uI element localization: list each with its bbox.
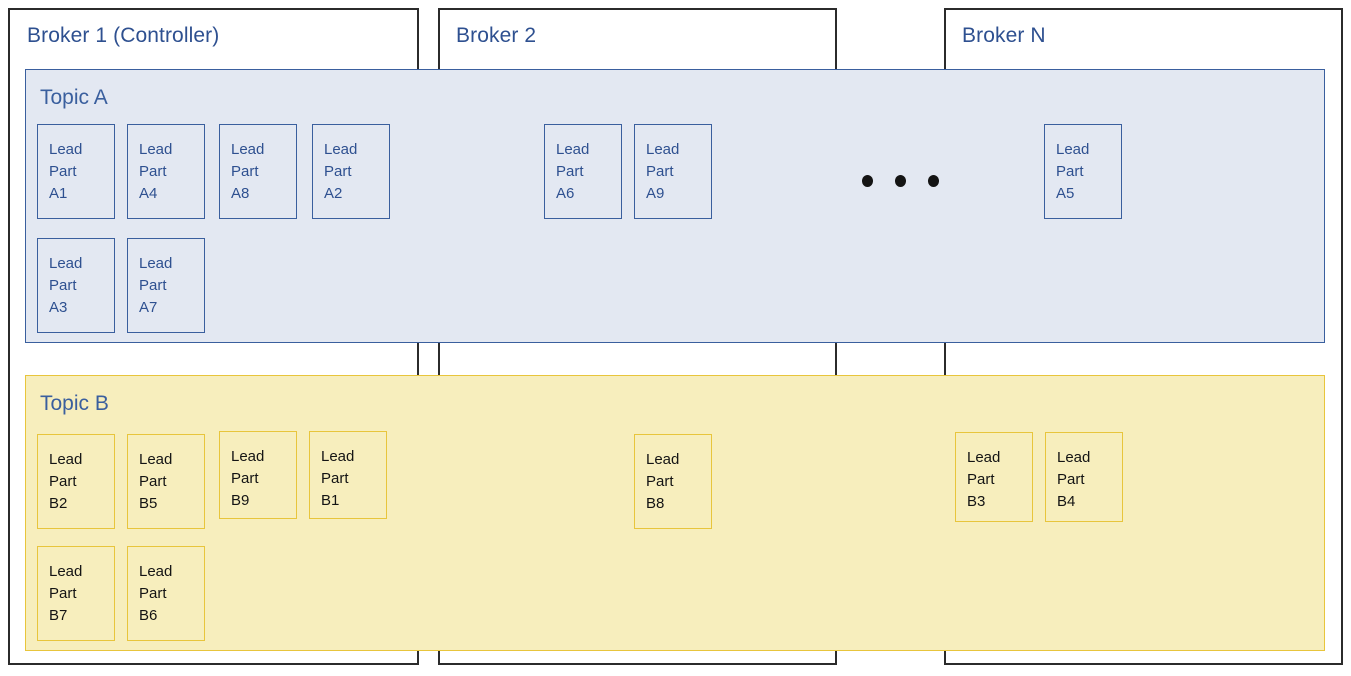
partition-b8[interactable]: Lead Part B8 bbox=[634, 434, 712, 529]
ellipsis-dot bbox=[928, 175, 939, 187]
partition-line2: Part bbox=[49, 277, 77, 294]
partition-line3: B2 bbox=[49, 495, 68, 512]
partition-line2: Part bbox=[1057, 471, 1085, 488]
partition-line1: Lead bbox=[231, 141, 265, 158]
partition-line2: Part bbox=[49, 473, 77, 490]
partition-line3: A7 bbox=[139, 299, 158, 316]
partition-line1: Lead bbox=[556, 141, 590, 158]
partition-line1: Lead bbox=[49, 563, 83, 580]
partition-line2: Part bbox=[321, 470, 349, 487]
partition-line1: Lead bbox=[139, 141, 173, 158]
partition-line2: Part bbox=[1056, 163, 1084, 180]
partition-line1: Lead bbox=[646, 141, 680, 158]
partition-line3: A9 bbox=[646, 185, 665, 202]
partition-line3: A5 bbox=[1056, 185, 1075, 202]
partition-line3: B4 bbox=[1057, 493, 1076, 510]
partition-line2: Part bbox=[967, 471, 995, 488]
partition-b4[interactable]: Lead Part B4 bbox=[1045, 432, 1123, 522]
partition-line1: Lead bbox=[324, 141, 358, 158]
partition-line1: Lead bbox=[1057, 449, 1091, 466]
partition-a4[interactable]: Lead Part A4 bbox=[127, 124, 205, 219]
partition-line1: Lead bbox=[139, 255, 173, 272]
partition-line1: Lead bbox=[49, 451, 83, 468]
partition-line2: Part bbox=[139, 473, 167, 490]
partition-a5[interactable]: Lead Part A5 bbox=[1044, 124, 1122, 219]
partition-line1: Lead bbox=[1056, 141, 1090, 158]
partition-line2: Part bbox=[139, 163, 167, 180]
partition-line3: B5 bbox=[139, 495, 158, 512]
topic-label-a: Topic A bbox=[40, 86, 108, 109]
partition-a9[interactable]: Lead Part A9 bbox=[634, 124, 712, 219]
partition-a2[interactable]: Lead Part A2 bbox=[312, 124, 390, 219]
broker-title-2: Broker 2 bbox=[456, 24, 537, 47]
partition-b3[interactable]: Lead Part B3 bbox=[955, 432, 1033, 522]
partition-line1: Lead bbox=[49, 141, 83, 158]
partition-line3: A4 bbox=[139, 185, 158, 202]
partition-line1: Lead bbox=[49, 255, 83, 272]
partition-line3: B8 bbox=[646, 495, 665, 512]
ellipsis-dots-icon bbox=[862, 175, 939, 187]
partition-b5[interactable]: Lead Part B5 bbox=[127, 434, 205, 529]
partition-line3: B3 bbox=[967, 493, 986, 510]
partition-line3: A1 bbox=[49, 185, 68, 202]
partition-line3: B6 bbox=[139, 607, 158, 624]
partition-line2: Part bbox=[139, 585, 167, 602]
partition-line3: B7 bbox=[49, 607, 68, 624]
partition-line2: Part bbox=[49, 585, 77, 602]
partition-a3[interactable]: Lead Part A3 bbox=[37, 238, 115, 333]
partition-line1: Lead bbox=[139, 451, 173, 468]
partition-line3: B9 bbox=[231, 492, 250, 509]
partition-a8[interactable]: Lead Part A8 bbox=[219, 124, 297, 219]
partition-a1[interactable]: Lead Part A1 bbox=[37, 124, 115, 219]
partition-line3: A6 bbox=[556, 185, 575, 202]
broker-title-1: Broker 1 (Controller) bbox=[27, 24, 220, 47]
partition-b2[interactable]: Lead Part B2 bbox=[37, 434, 115, 529]
partition-b7[interactable]: Lead Part B7 bbox=[37, 546, 115, 641]
partition-line2: Part bbox=[231, 163, 259, 180]
partition-a7[interactable]: Lead Part A7 bbox=[127, 238, 205, 333]
partition-line1: Lead bbox=[231, 448, 265, 465]
partition-line3: A2 bbox=[324, 185, 343, 202]
ellipsis-dot bbox=[862, 175, 873, 187]
partition-line1: Lead bbox=[646, 451, 680, 468]
partition-line1: Lead bbox=[139, 563, 173, 580]
partition-line2: Part bbox=[231, 470, 259, 487]
partition-line2: Part bbox=[139, 277, 167, 294]
partition-line2: Part bbox=[49, 163, 77, 180]
partition-b9[interactable]: Lead Part B9 bbox=[219, 431, 297, 519]
partition-line1: Lead bbox=[321, 448, 355, 465]
partition-line2: Part bbox=[646, 473, 674, 490]
partition-line3: B1 bbox=[321, 492, 340, 509]
partition-b6[interactable]: Lead Part B6 bbox=[127, 546, 205, 641]
ellipsis-dot bbox=[895, 175, 906, 187]
partition-line1: Lead bbox=[967, 449, 1001, 466]
partition-line2: Part bbox=[556, 163, 584, 180]
topic-label-b: Topic B bbox=[40, 392, 109, 415]
partition-line2: Part bbox=[324, 163, 352, 180]
broker-title-n: Broker N bbox=[962, 24, 1046, 47]
partition-a6[interactable]: Lead Part A6 bbox=[544, 124, 622, 219]
partition-line3: A8 bbox=[231, 185, 250, 202]
partition-line3: A3 bbox=[49, 299, 68, 316]
partition-line2: Part bbox=[646, 163, 674, 180]
partition-b1[interactable]: Lead Part B1 bbox=[309, 431, 387, 519]
